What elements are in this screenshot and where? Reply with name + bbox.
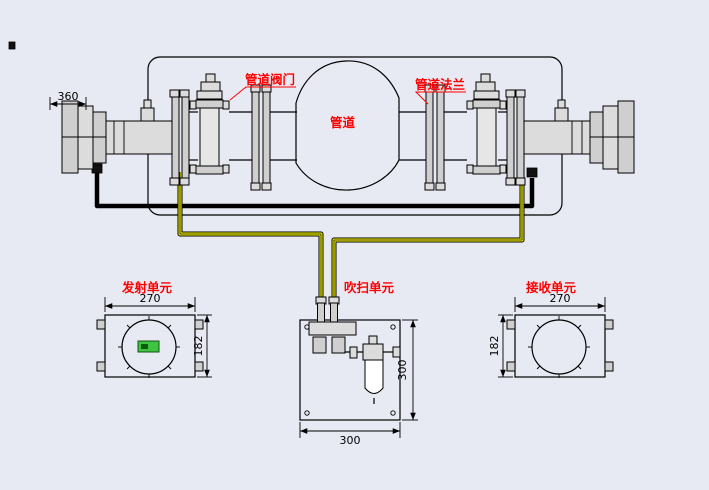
transmit-mounting-ears	[96, 319, 204, 372]
purge-unit-label: 吹扫单元	[344, 280, 395, 295]
dimension-purge-height: 300	[396, 319, 418, 421]
transmit-unit-label: 发射单元	[121, 280, 173, 295]
regulator-knob	[368, 335, 378, 345]
purge-width-text: 300	[340, 434, 361, 447]
right-cable-connector	[554, 107, 569, 122]
receive-height-text: 182	[488, 336, 501, 357]
bolt-nuts-left-flange	[250, 84, 272, 191]
transmit-width-text: 270	[140, 292, 161, 305]
purge-inlet-fittings	[308, 296, 357, 354]
pipe-flange-leader	[414, 91, 466, 105]
pipe-label: 管道	[330, 115, 356, 130]
yellow-cable-right	[331, 176, 525, 314]
dimension-transmit-height: 182	[192, 314, 212, 378]
pipe-valve-label: 管道阀门	[245, 72, 295, 87]
receive-mounting-ears	[506, 319, 614, 372]
pipe-nozzles	[270, 111, 426, 161]
filter-bowl	[364, 359, 384, 394]
dimension-360-text: 360	[58, 90, 79, 103]
purge-unit	[299, 296, 401, 421]
red-annotations: 管道阀门 管道法兰 管道 发射单元 吹扫单元 接收单元	[121, 72, 577, 295]
receive-unit	[506, 314, 614, 378]
transmit-housing-ticks	[118, 316, 180, 378]
bolt-nuts-left-inner	[169, 89, 190, 186]
receive-width-text: 270	[550, 292, 571, 305]
left-pipe-flange	[250, 84, 272, 191]
transmit-unit	[96, 314, 204, 378]
purge-box-bolts	[304, 324, 396, 416]
receive-unit-label: 接收单元	[526, 280, 577, 295]
bolt-nuts-right-inner	[505, 89, 526, 186]
dimension-360: 360	[49, 90, 87, 110]
purge-unit-box	[299, 319, 401, 421]
transmit-lcd-digits	[141, 344, 148, 349]
right-transducer-assembly	[505, 89, 635, 186]
dimension-receive-height: 182	[488, 314, 513, 378]
purge-manifold	[308, 321, 357, 336]
pipe-valve-leader	[229, 86, 296, 101]
pipe-flange-label: 管道法兰	[415, 77, 466, 92]
right-cable-gland	[526, 167, 538, 178]
right-pipe-valve	[444, 73, 507, 175]
corner-mark	[8, 41, 16, 50]
dimension-receive-width: 270	[514, 292, 606, 312]
regulator-body	[362, 343, 384, 361]
central-pipe-body	[295, 60, 400, 191]
bolt-nuts-right-valve	[466, 100, 507, 174]
left-pipe-valve	[189, 73, 252, 175]
dimension-transmit-width: 270	[104, 292, 196, 312]
purge-height-text: 300	[396, 360, 409, 381]
transmit-unit-box	[104, 314, 196, 378]
left-transducer-cylinder	[105, 120, 173, 155]
receive-unit-box	[514, 314, 606, 378]
left-cable-connector	[140, 107, 155, 122]
transmit-height-text: 182	[192, 336, 205, 357]
dimension-purge-width: 300	[299, 422, 401, 447]
power-cable-black	[94, 172, 535, 209]
air-filter-regulator	[345, 335, 401, 404]
yellow-cable-left	[177, 172, 324, 314]
receive-housing-ticks	[528, 316, 590, 378]
right-transducer-cylinder	[523, 120, 591, 155]
bolt-nuts-left-valve	[189, 100, 230, 174]
left-transducer-assembly	[61, 89, 198, 186]
transmit-lcd-display	[137, 340, 160, 353]
